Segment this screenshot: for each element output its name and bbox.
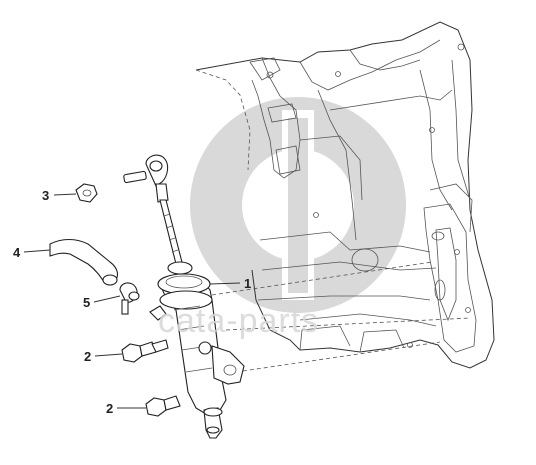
banjo-fitting (149, 305, 167, 321)
rod-clevis (155, 183, 169, 203)
hose (49, 238, 119, 286)
leader-3 (53, 193, 77, 196)
bolt-upper (121, 339, 169, 363)
hose-clamp (119, 282, 140, 315)
leader-2a (94, 353, 123, 357)
frame-panel (195, 21, 495, 373)
bolt-upper-head (121, 343, 143, 363)
master-cylinder (157, 273, 245, 439)
rod-boot (167, 261, 193, 275)
leader-5 (93, 295, 121, 303)
bolt-lower-washer (163, 395, 181, 411)
bolt-lower-head (145, 397, 167, 417)
watermark-logo (190, 97, 406, 313)
callout-2a: 2 (84, 349, 91, 364)
watermark-bar-inner (288, 118, 308, 293)
leader-4 (23, 249, 51, 253)
callout-2b: 2 (106, 401, 113, 416)
side-port (198, 341, 212, 355)
rod-pin (123, 170, 147, 184)
leader-lines (23, 193, 241, 409)
rod-shaft (159, 199, 185, 273)
nut-hex (75, 183, 98, 203)
push-rod (123, 154, 193, 275)
callout-5: 5 (83, 295, 90, 310)
nut (75, 183, 98, 203)
leader-1 (209, 282, 241, 285)
callout-3: 3 (42, 188, 49, 203)
cylinder-ring (159, 290, 213, 310)
rod-eye-hole (149, 160, 163, 172)
callout-4: 4 (13, 245, 21, 260)
clamp-tab (121, 299, 129, 315)
watermark-text: cata-parts (158, 302, 319, 340)
bolt-lower (145, 395, 181, 417)
bolt-upper-shank (151, 339, 169, 353)
callout-1: 1 (244, 276, 251, 291)
